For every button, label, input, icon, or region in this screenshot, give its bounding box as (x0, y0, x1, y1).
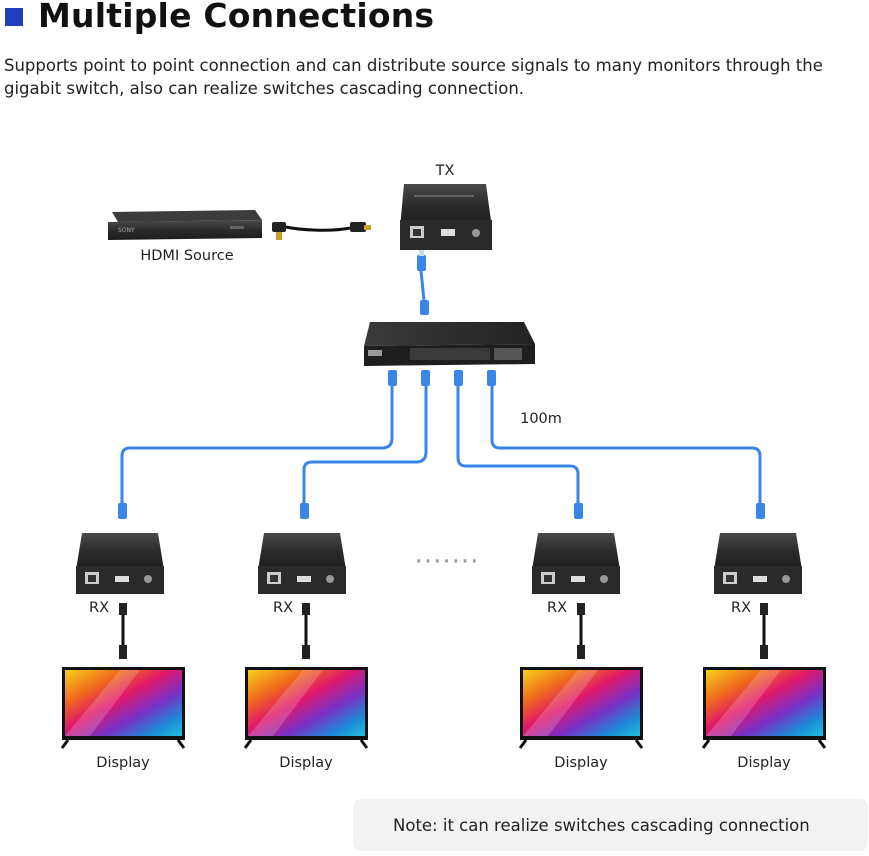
page-description: Supports point to point connection and c… (4, 56, 823, 98)
display-label-3: Display (554, 755, 608, 771)
display-label-4: Display (737, 755, 791, 771)
tx-extender (400, 184, 492, 250)
ellipsis-dots: ······· (415, 547, 480, 577)
rx-extender-1 (76, 533, 164, 594)
svg-text:SONY: SONY (118, 227, 135, 234)
rx-extender-4 (714, 533, 802, 594)
rx-label-1: RX (88, 600, 110, 616)
note-text: Note: it can realize switches cascading … (393, 816, 810, 835)
hdmi-cables-rx (119, 603, 768, 659)
source-label: HDMI Source (140, 248, 234, 264)
ethernet-plugs (118, 370, 765, 519)
display-1 (60, 667, 186, 749)
display-label-2: Display (279, 755, 333, 771)
tx-label: TX (435, 163, 455, 179)
display-label-1: Display (96, 755, 150, 771)
display-2 (243, 667, 369, 749)
gigabit-switch (364, 322, 535, 366)
title-marker (5, 8, 23, 26)
rx-label-3: RX (546, 600, 568, 616)
rx-label-4: RX (730, 600, 752, 616)
distance-label: 100m (520, 411, 562, 427)
hdmi-source-player: SONY (108, 210, 262, 240)
ethernet-cables-rx (120, 385, 762, 505)
rx-extender-2 (258, 533, 346, 594)
note-box: Note: it can realize switches cascading … (353, 799, 868, 851)
rx-label-2: RX (272, 600, 294, 616)
display-4 (701, 667, 827, 749)
ethernet-cable-tx (417, 250, 429, 315)
page-title: Multiple Connections (38, 0, 435, 35)
hdmi-cable-source (272, 222, 371, 240)
display-3 (518, 667, 644, 749)
rx-extender-3 (532, 533, 620, 594)
